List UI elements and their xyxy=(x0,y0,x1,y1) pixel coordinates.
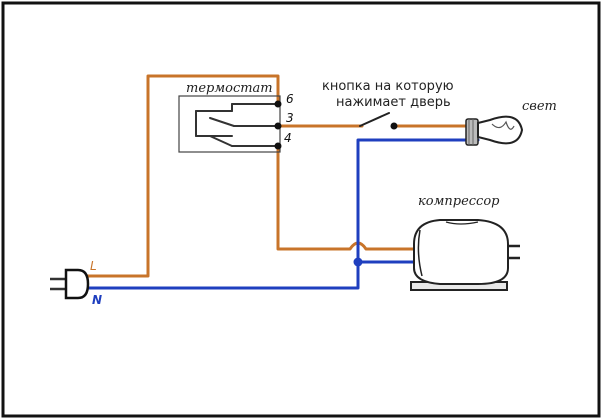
neutral-wire xyxy=(84,138,480,290)
door-button-switch xyxy=(359,112,398,130)
light-label: свет xyxy=(522,99,557,114)
compressor-label: компрессор xyxy=(418,194,500,209)
door-button-label-line2: нажимает дверь xyxy=(336,95,451,110)
line-L-label: L xyxy=(90,259,97,273)
terminal-4-dot xyxy=(274,142,282,150)
terminal-3-dot xyxy=(274,122,282,130)
line-N-label: N xyxy=(92,293,102,307)
wire-terminal4-to-compressor xyxy=(276,144,416,251)
terminal-6-label: 6 xyxy=(286,92,294,106)
plug-icon xyxy=(50,268,90,300)
neutral-junction-dot xyxy=(353,257,363,267)
thermostat xyxy=(178,95,282,153)
switch-icon xyxy=(195,103,279,147)
terminal-3-label: 3 xyxy=(286,111,294,125)
compressor-icon xyxy=(410,219,520,291)
terminal-6-dot xyxy=(274,100,282,108)
thermostat-label: термостат xyxy=(186,81,273,96)
door-button-label-line1: кнопка на которую xyxy=(322,79,454,94)
wire-N-to-lamp xyxy=(84,138,480,290)
lamp-icon xyxy=(465,115,524,146)
wire-L-to-terminal6 xyxy=(84,74,280,278)
terminal-4-label: 4 xyxy=(284,131,292,145)
